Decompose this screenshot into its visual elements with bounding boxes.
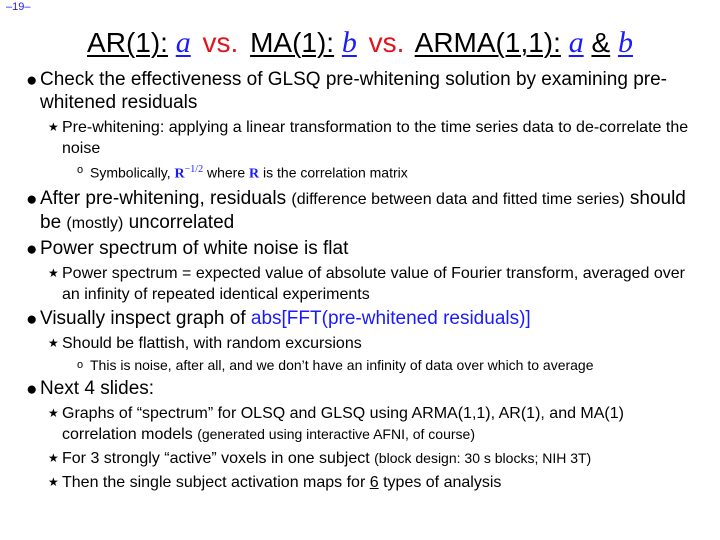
star-icon: ★: [48, 474, 59, 489]
sub-bullet-count: 6: [369, 473, 379, 491]
title-var-a: a: [175, 26, 191, 59]
bullet-text: Power spectrum of white noise is flat: [40, 237, 349, 259]
page-number: –19–: [6, 1, 31, 13]
bullet-next-slides: ● Next 4 slides:: [0, 377, 720, 400]
title-ampersand: &: [591, 27, 611, 58]
bullet-text-a: After pre-whitening, residuals: [40, 187, 287, 209]
sub-bullet-text-b: (generated using interactive AFNI, of co…: [197, 425, 475, 442]
sub-bullet-text-a: Graphs of “spectrum” for OLSQ and GLSQ u…: [62, 404, 624, 443]
title-vs-1: vs.: [202, 27, 239, 58]
title-ar-label: AR(1):: [87, 27, 168, 58]
bullet-text-b: (difference between data and fitted time…: [291, 190, 625, 208]
correlation-matrix-text: is the correlation matrix: [263, 164, 408, 181]
bullet-dot-icon: ●: [26, 378, 38, 400]
matrix-r-symbol: R: [174, 166, 185, 182]
matrix-exponent: −1/2: [184, 164, 204, 175]
bullet-check-effectiveness: ● Check the effectiveness of GLSQ pre-wh…: [0, 68, 720, 114]
sub-bullet-graphs: ★ Graphs of “spectrum” for OLSQ and GLSQ…: [0, 403, 720, 445]
sub-bullet-text-a: Then the single subject activation maps …: [62, 473, 366, 491]
star-icon: ★: [48, 265, 59, 280]
sub-bullet-text: Power spectrum = expected value of absol…: [62, 264, 685, 303]
sub-bullet-voxels: ★ For 3 strongly “active” voxels in one …: [0, 448, 720, 469]
sub-bullet-text-c: types of analysis: [383, 473, 502, 491]
circle-icon: o: [77, 358, 84, 371]
star-icon: ★: [48, 450, 59, 465]
bullet-power-spectrum: ● Power spectrum of white noise is flat: [0, 237, 720, 260]
star-icon: ★: [48, 335, 59, 350]
symbolically-text: Symbolically,: [90, 164, 171, 181]
slide-title: AR(1): a vs. MA(1): b vs. ARMA(1,1): a &…: [0, 26, 720, 60]
bullet-dot-icon: ●: [26, 188, 38, 210]
bullet-text-c: should be: [40, 187, 686, 233]
bullet-text-a: Visually inspect graph of: [40, 307, 246, 329]
bullet-after-prewhitening: ● After pre-whitening, residuals (differ…: [0, 187, 720, 235]
sub-sub-bullet-noise: o This is noise, after all, and we don’t…: [0, 355, 720, 375]
title-vs-2: vs.: [368, 27, 405, 58]
bullet-text: Next 4 slides:: [40, 377, 155, 399]
sub-bullet-power-spectrum-def: ★ Power spectrum = expected value of abs…: [0, 263, 720, 305]
sub-sub-bullet-text: This is noise, after all, and we don’t h…: [90, 356, 594, 373]
sub-bullet-text: Should be flattish, with random excursio…: [62, 334, 362, 352]
sub-sub-bullet-symbolically: o Symbolically, R−1/2 where R is the cor…: [0, 160, 720, 185]
circle-icon: o: [77, 164, 84, 176]
bullet-visually-inspect: ● Visually inspect graph of abs[FFT(pre-…: [0, 307, 720, 330]
sub-bullet-text-a: For 3 strongly “active” voxels in one su…: [62, 449, 370, 467]
sub-bullet-flattish: ★ Should be flattish, with random excurs…: [0, 333, 720, 354]
bullet-dot-icon: ●: [26, 70, 38, 91]
title-arma-label: ARMA(1,1):: [414, 27, 561, 58]
title-var-a2: a: [568, 26, 584, 59]
slide-content: ● Check the effectiveness of GLSQ pre-wh…: [0, 66, 720, 493]
sub-bullet-activation-maps: ★ Then the single subject activation map…: [0, 472, 720, 493]
sub-bullet-text: Pre-whitening: applying a linear transfo…: [62, 119, 689, 157]
fft-expression: abs[FFT(pre-whitened residuals)]: [250, 307, 531, 329]
matrix-r-symbol-2: R: [249, 166, 260, 182]
sub-bullet-prewhitening: ★ Pre-whitening: applying a linear trans…: [0, 117, 720, 159]
sub-bullet-text-b: (block design: 30 s blocks; NIH 3T): [374, 449, 592, 466]
bullet-text: Check the effectiveness of GLSQ pre-whit…: [40, 69, 667, 113]
bullet-text-d: (mostly): [66, 214, 124, 232]
title-var-b2: b: [617, 26, 633, 59]
star-icon: ★: [48, 120, 59, 134]
bullet-dot-icon: ●: [26, 238, 38, 260]
star-icon: ★: [48, 405, 59, 420]
bullet-dot-icon: ●: [26, 308, 38, 330]
title-var-b: b: [341, 26, 357, 59]
title-ma-label: MA(1):: [250, 27, 335, 58]
bullet-text-e: uncorrelated: [128, 211, 235, 233]
where-text: where: [206, 164, 246, 181]
